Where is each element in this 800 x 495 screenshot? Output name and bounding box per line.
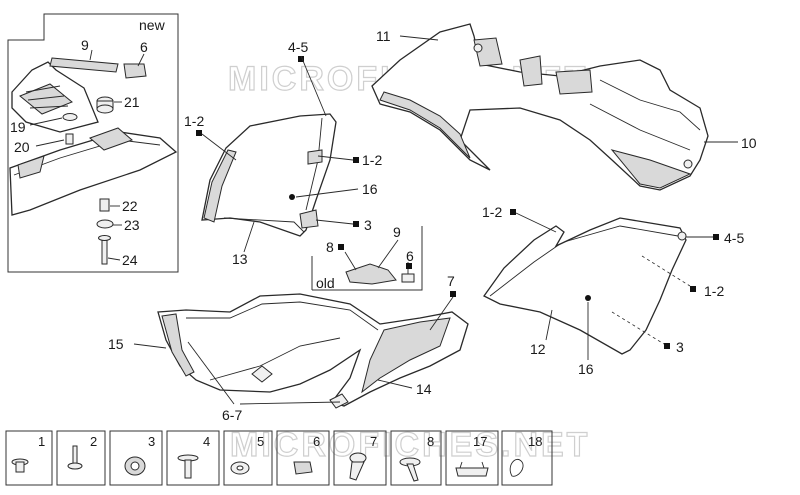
callout-1-2-panel12-right: 1-2 [704,283,724,299]
inset-old-title: old [316,275,335,291]
hardware-legend: 1 2 3 4 [5,430,553,486]
legend-num-1: 1 [38,434,45,449]
legend-cell-5: 5 [223,430,273,486]
callout-1-2-panel13-right: 1-2 [362,152,382,168]
legend-cell-18: 18 [501,430,553,486]
legend-num-3: 3 [148,434,155,449]
legend-num-7: 7 [370,434,377,449]
callout-1-2-panel13: 1-2 [184,113,204,129]
callout-13: 13 [232,251,248,267]
callout-3-panel12: 3 [676,339,684,355]
callout-6-inset: 6 [140,39,148,55]
legend-num-6: 6 [313,434,320,449]
washer-icon [230,461,250,475]
callout-9-inset: 9 [81,37,89,53]
inset-old: old 9 8 6 [311,224,423,291]
part-22-spacer [99,198,110,212]
rubber-grommet-icon [124,456,146,476]
legend-num-8: 8 [427,434,434,449]
callout-22: 22 [122,198,138,214]
legend-cell-1: 1 [5,430,53,486]
legend-cell-3: 3 [109,430,163,486]
part-6-old-clip [401,273,415,283]
legend-cell-2: 2 [56,430,106,486]
callout-14: 14 [416,381,432,397]
callout-19: 19 [10,119,26,135]
callout-8-old: 8 [326,239,334,255]
callout-24: 24 [122,252,138,268]
callout-3-panel13: 3 [364,217,372,233]
callout-9-old: 9 [393,224,401,240]
callout-6-old: 6 [406,248,414,264]
callout-23: 23 [124,217,140,233]
callout-12: 12 [530,341,546,357]
push-rivet-icon [11,458,29,473]
callout-4-5-panel12: 4-5 [724,230,744,246]
callout-1-2-panel12: 1-2 [482,204,502,220]
part-12-side-panel [483,217,691,355]
legend-num-4: 4 [203,434,210,449]
callout-16-panel12: 16 [578,361,594,377]
legend-cell-17: 17 [445,430,499,486]
callout-20: 20 [14,139,30,155]
legend-num-17: 17 [473,434,487,449]
legend-num-2: 2 [90,434,97,449]
callout-6-7: 6-7 [222,407,242,423]
part-14-15-lower-fairing [157,293,469,409]
inset-side-panel [9,131,178,216]
legend-num-5: 5 [257,434,264,449]
legend-cell-8: 8 [390,430,442,486]
callout-16-panel13: 16 [362,181,378,197]
legend-cell-6: 6 [276,430,330,486]
bracket-plate-icon [455,461,489,477]
wire-clip-icon [509,458,524,477]
legend-num-18: 18 [528,434,542,449]
screw-rivet-icon [67,445,83,470]
inset-new-title: new [139,17,166,33]
callout-11: 11 [376,28,391,44]
part-24-bolt [101,237,108,265]
callout-21: 21 [124,94,140,110]
part-23-washer [96,219,114,229]
part-13-side-panel [201,113,337,237]
legend-cell-7: 7 [333,430,387,486]
legend-cell-4: 4 [166,430,220,486]
part-9-old-bracket [345,263,397,285]
part-19-washer [62,113,78,121]
part-20-pin [65,133,74,145]
callout-4-5-panel13: 4-5 [288,39,308,55]
callout-10: 10 [741,135,757,151]
hex-socket-screw-icon [349,452,367,481]
countersunk-screw-icon [399,457,421,482]
speed-nut-icon [293,461,313,475]
part-9-strip [49,57,119,73]
part-10-11-upper-fairing [371,23,709,191]
callout-7: 7 [447,273,455,289]
part-6-clip [123,63,147,79]
flat-head-screw-icon [177,454,199,479]
inset-new: new 9 6 21 [7,13,179,273]
callout-15: 15 [108,336,124,352]
